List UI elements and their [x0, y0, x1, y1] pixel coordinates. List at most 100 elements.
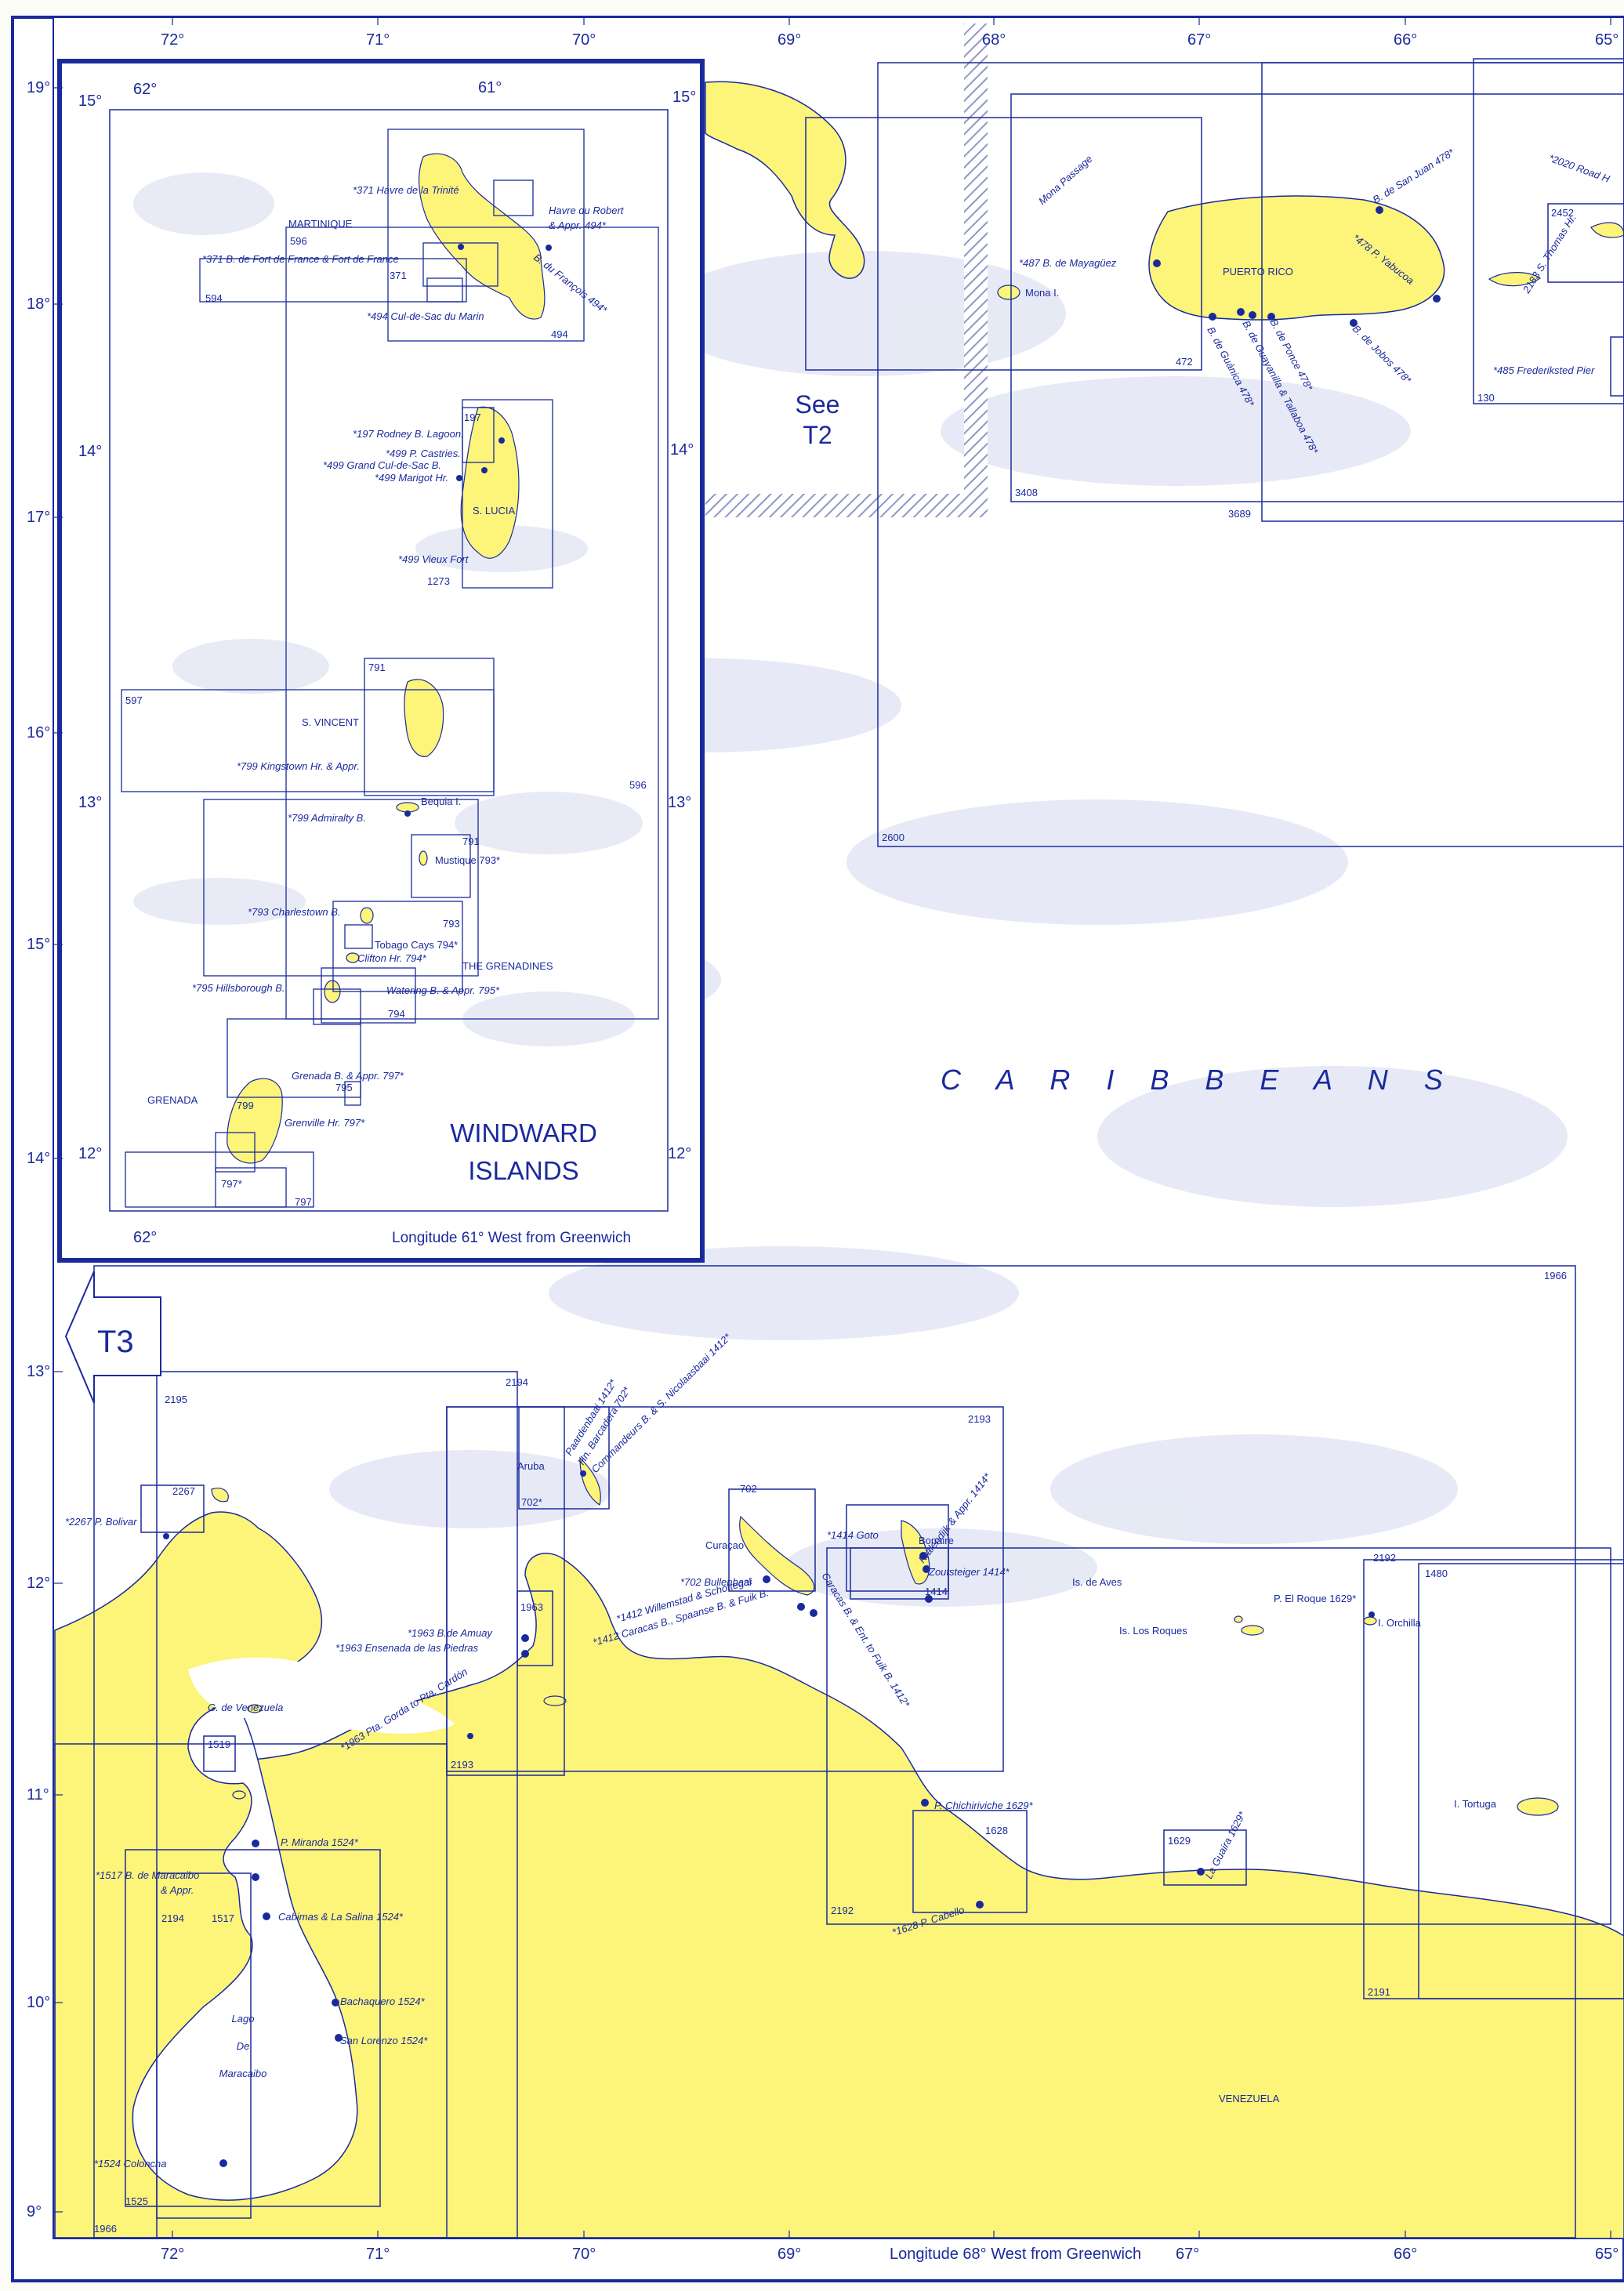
- svg-text:& Appr.: & Appr.: [161, 1884, 194, 1896]
- svg-text:& Appr. 494*: & Appr. 494*: [549, 219, 607, 231]
- svg-text:S. VINCENT: S. VINCENT: [302, 716, 359, 728]
- svg-text:67°: 67°: [1187, 31, 1211, 49]
- svg-text:1414: 1414: [925, 1586, 948, 1597]
- svg-text:16°: 16°: [27, 724, 50, 741]
- svg-text:12°: 12°: [27, 1575, 50, 1592]
- svg-text:67°: 67°: [1176, 2246, 1199, 2263]
- svg-text:See: See: [796, 390, 840, 419]
- svg-text:371: 371: [390, 270, 407, 281]
- frame-labels: 72° 71° 70° 69° 68° 67° 66° 65° 72° 71° …: [27, 31, 1619, 2263]
- svg-text:1525: 1525: [125, 2195, 148, 2207]
- svg-text:3689: 3689: [1228, 508, 1251, 520]
- caribbean-sea-label: C A R I B B E A N S: [941, 1064, 1457, 1096]
- svg-text:66°: 66°: [1394, 31, 1417, 49]
- chart-boxes-north: [805, 58, 1624, 847]
- svg-text:*499 Marigot Hr.: *499 Marigot Hr.: [375, 472, 448, 484]
- svg-text:Cabimas & La Salina 1524*: Cabimas & La Salina 1524*: [278, 1911, 404, 1923]
- svg-text:Grenada B. & Appr. 797*: Grenada B. & Appr. 797*: [292, 1070, 404, 1082]
- svg-text:799: 799: [237, 1100, 254, 1111]
- svg-text:2193: 2193: [968, 1413, 991, 1425]
- svg-text:2195: 2195: [165, 1394, 187, 1405]
- svg-text:14°: 14°: [78, 443, 102, 460]
- mona-island: [997, 285, 1020, 300]
- svg-text:*371 B. de Fort de France & Fo: *371 B. de Fort de France & Fort de Fran…: [202, 253, 399, 265]
- svg-text:13°: 13°: [78, 794, 102, 811]
- chart-boxes-south: [54, 1265, 1624, 2238]
- svg-text:2452: 2452: [1551, 207, 1574, 219]
- svg-text:T2: T2: [803, 421, 832, 449]
- svg-text:2193: 2193: [451, 1759, 473, 1771]
- svg-text:ISLANDS: ISLANDS: [468, 1156, 578, 1185]
- svg-text:S. LUCIA: S. LUCIA: [473, 505, 516, 517]
- svg-text:*499 P. Castries.: *499 P. Castries.: [386, 448, 461, 459]
- svg-text:2194: 2194: [161, 1912, 184, 1924]
- svg-text:14°: 14°: [670, 441, 694, 459]
- svg-text:GRENADA: GRENADA: [147, 1094, 198, 1106]
- svg-text:VENEZUELA: VENEZUELA: [1219, 2093, 1280, 2104]
- port-markers: [163, 206, 1441, 2167]
- svg-text:65°: 65°: [1595, 31, 1619, 49]
- svg-text:2192: 2192: [1373, 1552, 1396, 1564]
- svg-text:18°: 18°: [27, 295, 50, 313]
- svg-text:Zoutsteiger 1414*: Zoutsteiger 1414*: [928, 1566, 1010, 1578]
- svg-text:Tobago Cays 794*: Tobago Cays 794*: [375, 939, 458, 951]
- lake-maracaibo: [132, 1700, 358, 2201]
- svg-text:596: 596: [629, 779, 647, 791]
- svg-text:797: 797: [295, 1196, 312, 1208]
- svg-text:*487 B. de Mayagüez: *487 B. de Mayagüez: [1019, 257, 1117, 269]
- svg-text:THE GRENADINES: THE GRENADINES: [462, 960, 553, 972]
- svg-text:794: 794: [388, 1008, 405, 1020]
- svg-text:*799 Admiralty B.: *799 Admiralty B.: [288, 812, 366, 824]
- svg-text:1966: 1966: [1544, 1270, 1567, 1281]
- svg-text:Is. Los Roques: Is. Los Roques: [1119, 1625, 1187, 1637]
- svg-text:795: 795: [335, 1082, 353, 1093]
- svg-text:72°: 72°: [161, 31, 184, 49]
- svg-text:596: 596: [290, 235, 307, 247]
- svg-text:68°: 68°: [982, 31, 1006, 49]
- svg-text:*799 Kingstown Hr. & Appr.: *799 Kingstown Hr. & Appr.: [237, 760, 360, 772]
- svg-text:Havre du Robert: Havre du Robert: [549, 205, 625, 216]
- svg-text:T3: T3: [97, 1325, 134, 1359]
- svg-text:San Lorenzo 1524*: San Lorenzo 1524*: [340, 2035, 428, 2046]
- hispaniola-coast: [705, 81, 865, 279]
- svg-text:472: 472: [1176, 356, 1193, 368]
- svg-text:P. Miranda 1524*: P. Miranda 1524*: [281, 1836, 359, 1848]
- svg-text:1517: 1517: [212, 1912, 234, 1924]
- svg-text:11°: 11°: [27, 1786, 49, 1803]
- svg-text:17°: 17°: [27, 509, 50, 526]
- svg-text:2191: 2191: [1368, 1986, 1390, 1998]
- svg-text:1480: 1480: [1425, 1568, 1448, 1579]
- svg-text:1519: 1519: [208, 1738, 230, 1750]
- svg-text:Watering B. & Appr. 795*: Watering B. & Appr. 795*: [386, 984, 500, 996]
- svg-text:71°: 71°: [366, 2246, 390, 2263]
- svg-text:*793 Charlestown B.: *793 Charlestown B.: [248, 906, 341, 918]
- svg-text:197: 197: [464, 411, 481, 423]
- svg-text:65°: 65°: [1595, 2246, 1619, 2263]
- t2-boundary-band: [705, 24, 988, 517]
- svg-text:P. El Roque 1629*: P. El Roque 1629*: [1274, 1593, 1356, 1604]
- svg-text:10°: 10°: [27, 1994, 50, 2011]
- svg-text:*1963 Ensenada de las Piedras: *1963 Ensenada de las Piedras: [335, 1642, 479, 1654]
- svg-text:MARTINIQUE: MARTINIQUE: [288, 218, 353, 230]
- windward-islands-inset: [57, 59, 705, 1263]
- svg-text:62°: 62°: [133, 1229, 157, 1246]
- svg-text:De: De: [237, 2040, 250, 2052]
- svg-text:793: 793: [443, 918, 460, 930]
- svg-text:*1963 B.de Amuay: *1963 B.de Amuay: [408, 1627, 493, 1639]
- svg-text:13°: 13°: [27, 1363, 50, 1380]
- svg-text:Bachaquero 1524*: Bachaquero 1524*: [340, 1996, 426, 2007]
- svg-text:12°: 12°: [78, 1145, 102, 1162]
- offshore-islands: [211, 1456, 1559, 1816]
- svg-text:9°: 9°: [27, 2203, 42, 2220]
- svg-text:1963: 1963: [520, 1601, 543, 1613]
- svg-text:1628: 1628: [985, 1825, 1008, 1836]
- svg-text:Bonaire: Bonaire: [919, 1535, 954, 1546]
- svg-text:*795 Hillsborough B.: *795 Hillsborough B.: [192, 982, 285, 994]
- svg-text:702*: 702*: [521, 1496, 542, 1508]
- svg-text:Curaçao: Curaçao: [705, 1539, 744, 1551]
- svg-text:15°: 15°: [672, 89, 696, 106]
- svg-text:797*: 797*: [221, 1178, 242, 1190]
- svg-text:1966: 1966: [94, 2223, 117, 2235]
- svg-text:Bequia I.: Bequia I.: [421, 796, 461, 807]
- svg-text:12°: 12°: [668, 1145, 691, 1162]
